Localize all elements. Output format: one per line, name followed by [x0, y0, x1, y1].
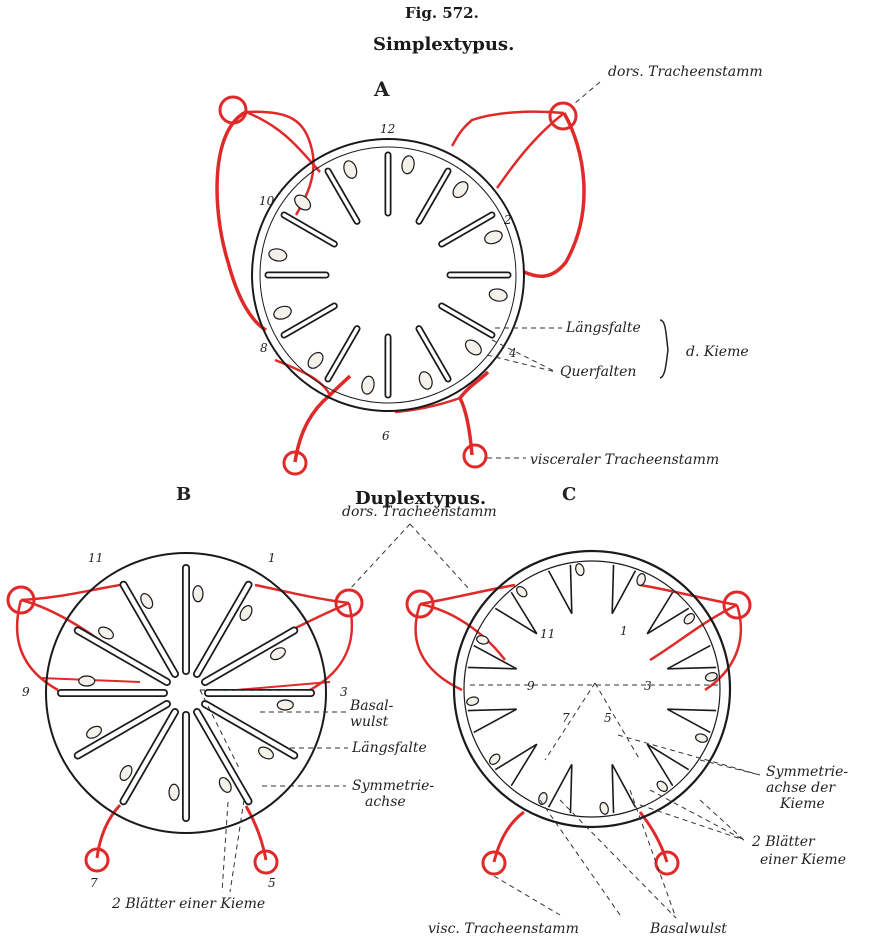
gill-number-9-b: 9 — [22, 685, 30, 699]
cross-fold — [488, 752, 502, 766]
cross-fold — [682, 612, 696, 626]
label-laengsfalte-b: Längsfalte — [351, 740, 427, 756]
gill-finger — [549, 764, 572, 813]
panel-b-letter: B — [176, 484, 191, 505]
label-basalwulst-c: Basalwulst — [649, 921, 727, 937]
label-symmetrieachse-c-1: Symmetrie- — [766, 764, 848, 780]
cross-fold — [450, 179, 471, 200]
label-dors-trachea-b: dors. Tracheenstamm — [342, 504, 497, 520]
label-blaetter-c-2: einer Kieme — [760, 852, 846, 868]
cross-fold — [636, 573, 647, 587]
cross-fold — [695, 733, 709, 744]
gill-number-6-a: 6 — [382, 429, 390, 443]
gill-number-5-c: 5 — [604, 711, 612, 725]
gill-finger — [612, 764, 635, 813]
label-basalwulst-b-2: wulst — [350, 714, 389, 730]
gill-finger — [549, 565, 572, 614]
cross-fold — [277, 700, 293, 710]
label-visc-trachea-a: visceraler Tracheenstamm — [530, 452, 719, 468]
cross-fold — [305, 350, 326, 371]
visceral-trunk-right-a — [464, 445, 486, 467]
rectum-wall-c — [454, 551, 730, 827]
gill-number-1-b: 1 — [268, 551, 276, 565]
panel-a-letter: A — [373, 77, 390, 101]
cross-fold — [401, 155, 416, 175]
panel-c-trachea — [407, 585, 750, 874]
cross-fold — [193, 586, 203, 602]
gill-number-2-a: 2 — [503, 213, 512, 227]
panel-a: A 12 2 4 6 8 10 dors. Tracheenstamm Läng… — [217, 64, 763, 474]
label-symmetrieachse-b-1: Symmetrie- — [352, 778, 434, 794]
gill-folds-b — [61, 568, 311, 818]
gill-finger — [667, 646, 716, 669]
panel-b: B 11 1 9 3 7 5 dors. Tracheenstamm Basal… — [8, 484, 497, 912]
cross-fold — [417, 370, 434, 391]
cross-fold — [599, 802, 610, 816]
gill-finger — [612, 565, 635, 614]
gill-finger — [468, 709, 517, 732]
gill-fold-lumen — [284, 215, 334, 244]
gill-number-7-c: 7 — [562, 711, 570, 725]
gill-folds-c — [466, 563, 718, 815]
dorsal-trunk-left-a — [220, 97, 246, 123]
gill-number-11-c: 11 — [540, 627, 555, 641]
gill-number-10-a: 10 — [259, 194, 275, 208]
gill-number-1-c: 1 — [620, 624, 628, 638]
label-blaetter-c-1: 2 Blätter — [751, 834, 816, 850]
rectum-inner-wall-c — [464, 561, 720, 817]
cross-fold — [360, 375, 375, 395]
cross-fold — [515, 585, 529, 599]
dorsal-trunk-right-a — [550, 103, 576, 129]
gill-fold-lumen — [419, 171, 448, 221]
label-symmetrieachse-c-2: achse der — [766, 780, 836, 796]
cross-fold — [342, 159, 359, 180]
cross-fold — [268, 247, 288, 262]
gill-number-7-b: 7 — [90, 876, 98, 890]
cross-fold — [79, 676, 95, 686]
gill-number-3-c: 3 — [644, 679, 652, 693]
cross-fold — [655, 779, 669, 793]
gill-number-9-c: 9 — [527, 679, 535, 693]
cross-fold — [483, 229, 504, 246]
cross-fold — [463, 337, 484, 358]
gill-number-12-a: 12 — [380, 122, 395, 136]
label-kieme-a: d. Kieme — [686, 344, 749, 360]
gill-number-8-a: 8 — [260, 341, 268, 355]
gill-fold-lumen — [442, 306, 492, 335]
label-symmetrieachse-c-3: Kieme — [779, 796, 825, 812]
gill-number-5-b: 5 — [268, 876, 276, 890]
cross-fold — [292, 192, 313, 213]
cross-fold — [169, 784, 179, 800]
cross-fold — [488, 288, 508, 303]
cross-fold — [466, 696, 480, 707]
panel-a-trachea — [217, 97, 584, 474]
label-basalwulst-b-1: Basal- — [349, 698, 394, 714]
visceral-trunk-left-c — [483, 852, 505, 874]
gill-folds-a — [268, 155, 508, 395]
label-symmetrieachse-b-2: achse — [365, 794, 406, 810]
gill-finger — [667, 709, 716, 732]
label-blaetter-b: 2 Blätter einer Kieme — [111, 896, 265, 912]
label-visc-trachea-c: visc. Tracheenstamm — [428, 921, 579, 937]
cross-fold — [574, 563, 585, 577]
label-querfalten-a: Querfalten — [560, 364, 636, 380]
label-laengsfalte-a: Längsfalte — [565, 320, 641, 336]
label-dors-trachea-a: dors. Tracheenstamm — [608, 64, 763, 80]
cross-fold — [272, 304, 293, 321]
gill-fold-lumen — [328, 329, 357, 379]
panel-c: C 11 1 9 3 7 5 Symmetrie- achse der Kiem… — [407, 484, 848, 937]
gill-number-11-b: 11 — [88, 551, 103, 565]
gill-number-3-b: 3 — [340, 685, 348, 699]
panel-c-letter: C — [562, 484, 576, 505]
gill-finger — [468, 646, 517, 669]
cross-fold — [476, 634, 490, 645]
